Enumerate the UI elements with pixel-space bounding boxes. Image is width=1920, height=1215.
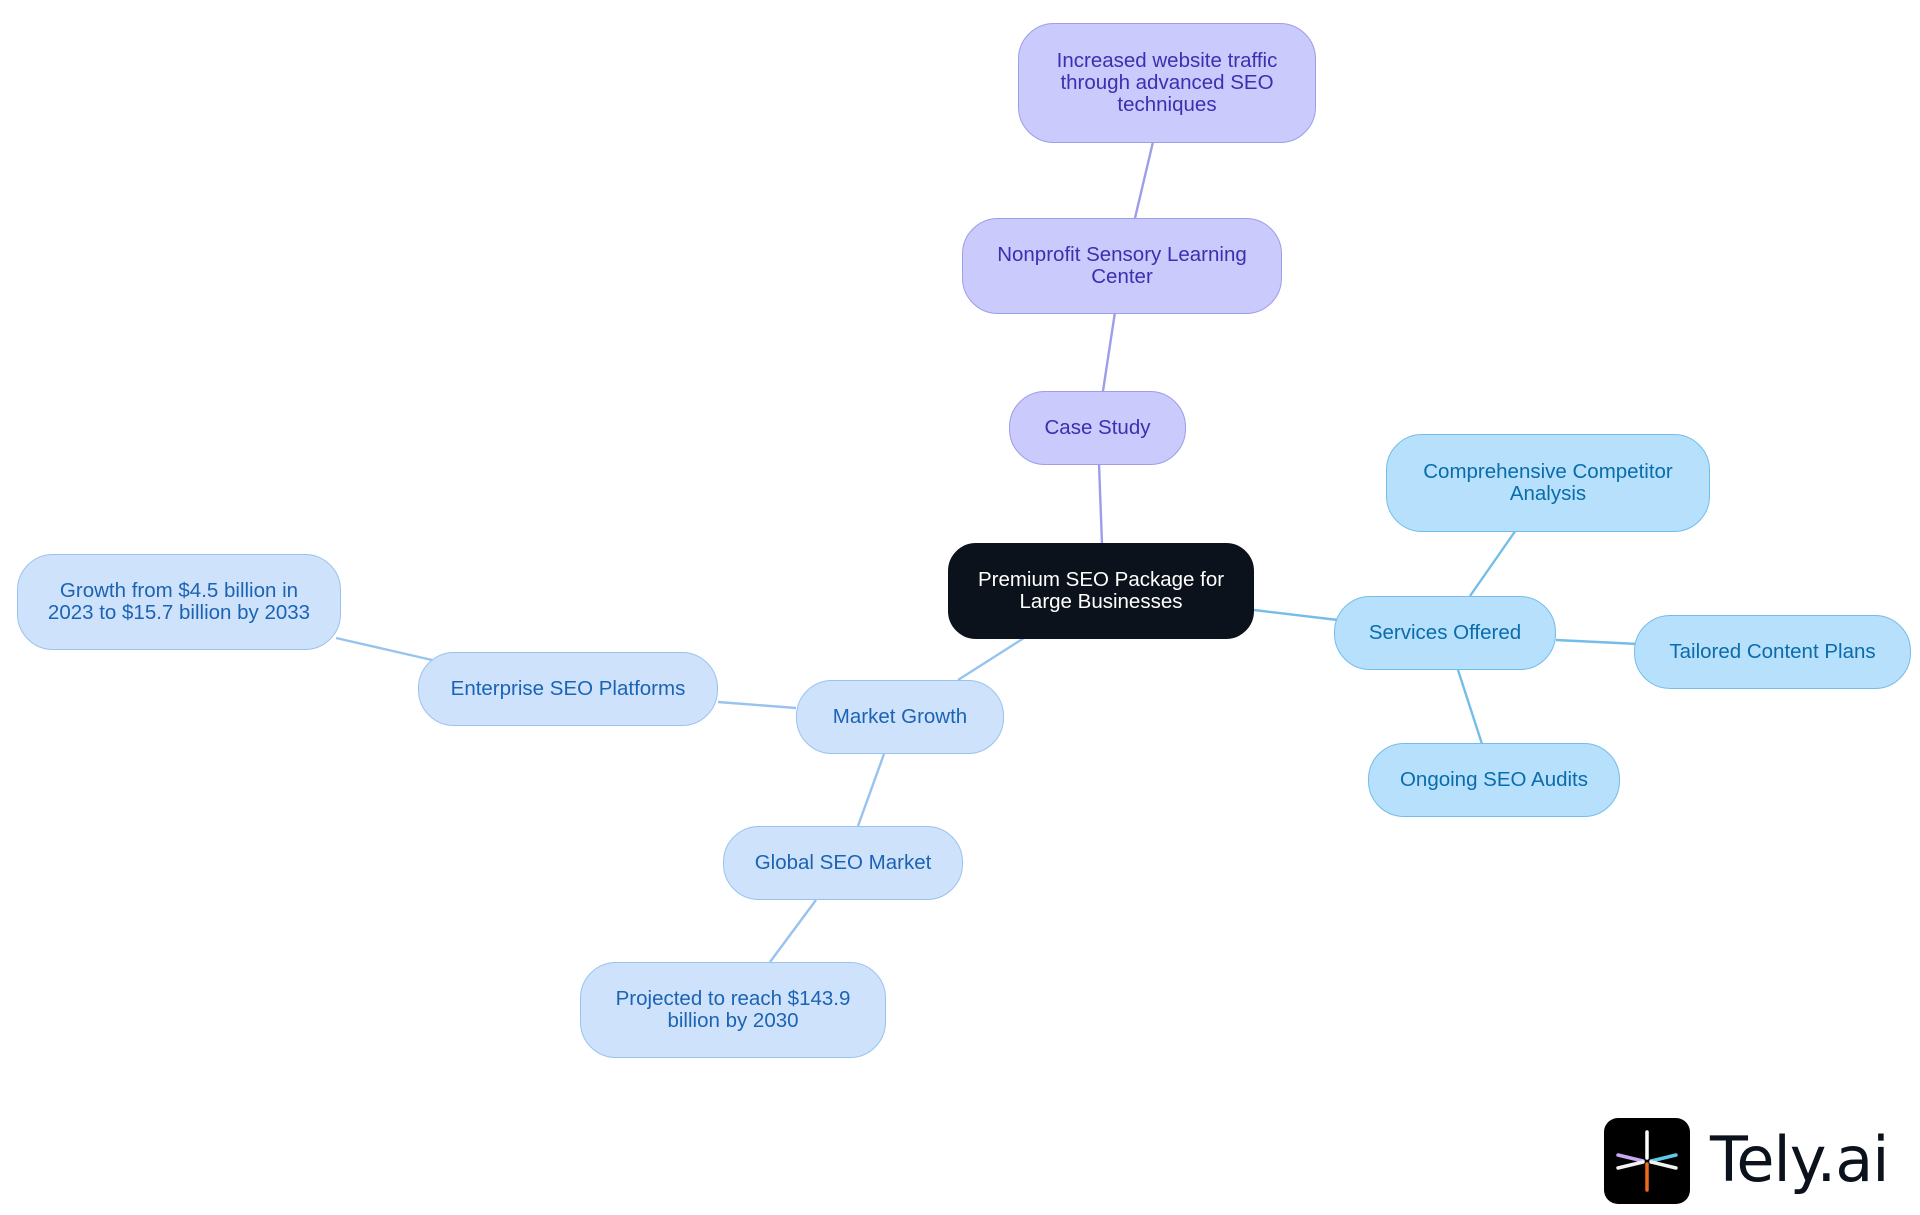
tely-logo-text: Tely.ai — [1710, 1123, 1889, 1196]
edge-services-audits — [1456, 669, 1484, 745]
node-nonprofit-sensory-learning-center[interactable]: Nonprofit Sensory Learning Center — [962, 218, 1282, 314]
node-growth-4-5-to-15-7-billion[interactable]: Growth from $4.5 billion in 2023 to $15.… — [17, 554, 341, 650]
node-global-seo-market[interactable]: Global SEO Market — [723, 826, 963, 900]
node-enterprise-platforms-label: Enterprise SEO Platforms — [450, 677, 686, 700]
edge-nonprofit-traffic — [1133, 141, 1155, 219]
edge-enterprise-growth — [335, 636, 433, 662]
tely-logo: Tely.ai — [1604, 1118, 1889, 1204]
root-node[interactable]: Premium SEO Package for Large Businesses — [948, 543, 1254, 639]
node-competitor-analysis-label: Comprehensive Competitor Analysis — [1423, 460, 1673, 505]
node-nonprofit-label: Nonprofit Sensory Learning Center — [997, 243, 1247, 288]
edge-global-projected — [769, 899, 817, 963]
edge-case-study-nonprofit — [1101, 311, 1117, 392]
edge-root-market — [957, 636, 1025, 682]
node-increased-website-traffic[interactable]: Increased website traffic through advanc… — [1018, 23, 1316, 143]
edge-market-global — [856, 753, 886, 827]
edge-services-content — [1555, 638, 1639, 646]
node-growth-billion-label: Growth from $4.5 billion in 2023 to $15.… — [47, 579, 311, 624]
node-case-study-label: Case Study — [1044, 416, 1151, 439]
root-node-label: Premium SEO Package for Large Businesses — [977, 568, 1225, 613]
edge-root-case-study — [1097, 463, 1104, 545]
node-ongoing-audits-label: Ongoing SEO Audits — [1399, 768, 1589, 791]
node-global-seo-market-label: Global SEO Market — [754, 851, 932, 874]
node-enterprise-seo-platforms[interactable]: Enterprise SEO Platforms — [418, 652, 718, 726]
node-services-offered[interactable]: Services Offered — [1334, 596, 1556, 670]
edge-services-competitor — [1469, 529, 1517, 597]
node-market-growth-label: Market Growth — [832, 705, 968, 728]
node-tailored-content-label: Tailored Content Plans — [1669, 640, 1876, 663]
edge-market-enterprise — [717, 700, 797, 710]
node-ongoing-seo-audits[interactable]: Ongoing SEO Audits — [1368, 743, 1620, 817]
node-projected-143-9-billion[interactable]: Projected to reach $143.9 billion by 203… — [580, 962, 886, 1058]
node-market-growth[interactable]: Market Growth — [796, 680, 1004, 754]
node-services-offered-label: Services Offered — [1368, 621, 1522, 644]
node-projected-label: Projected to reach $143.9 billion by 203… — [615, 987, 851, 1032]
node-comprehensive-competitor-analysis[interactable]: Comprehensive Competitor Analysis — [1386, 434, 1710, 532]
node-case-study[interactable]: Case Study — [1009, 391, 1186, 465]
node-increased-traffic-label: Increased website traffic through advanc… — [1056, 49, 1278, 116]
edge-root-services — [1253, 608, 1339, 622]
node-tailored-content-plans[interactable]: Tailored Content Plans — [1634, 615, 1911, 689]
tely-spark-icon — [1604, 1118, 1690, 1204]
